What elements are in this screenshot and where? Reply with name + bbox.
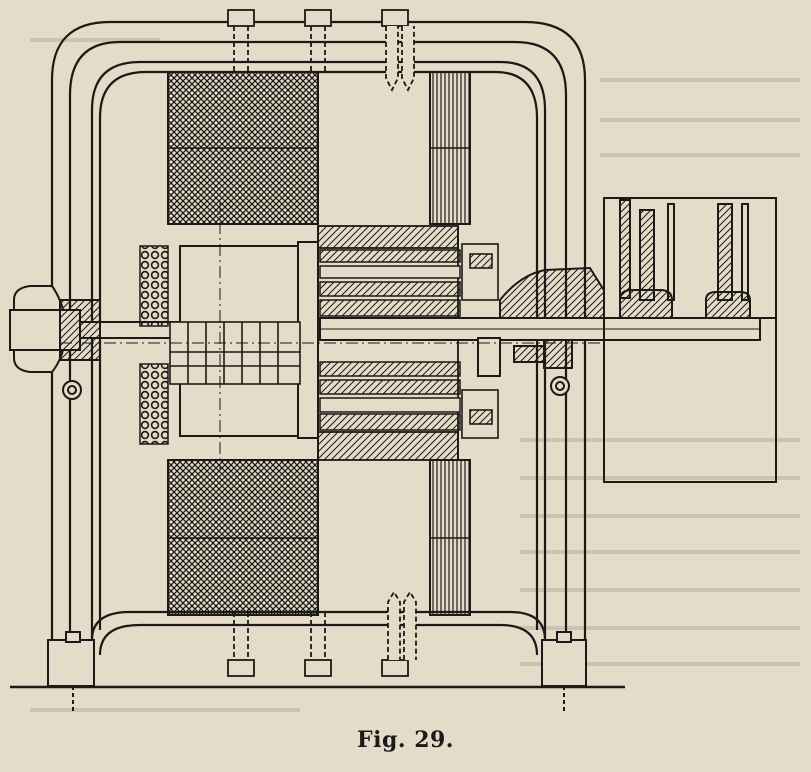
- right-bearing: [477, 337, 573, 396]
- figure-caption: Fig. 29.: [357, 727, 454, 753]
- main-shaft: [9, 317, 761, 341]
- bottom-bolts: [227, 590, 417, 677]
- upper-field-coil: [167, 71, 471, 225]
- armature-end-blocks: [461, 243, 499, 439]
- top-bolts: [227, 9, 415, 93]
- commutator: [139, 245, 169, 445]
- lower-field-coil: [167, 459, 471, 616]
- right-housing-box: [603, 197, 777, 483]
- armature-core: [319, 249, 461, 431]
- base-feet: [47, 631, 587, 712]
- brush-holders: [169, 321, 301, 385]
- pole-pieces: [317, 225, 459, 461]
- governor-cone: [499, 266, 620, 319]
